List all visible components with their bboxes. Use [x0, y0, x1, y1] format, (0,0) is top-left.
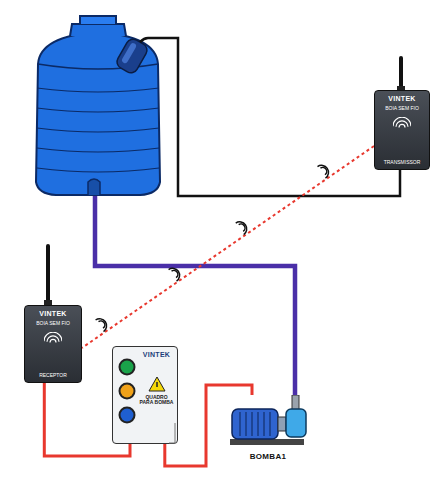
warning-mark — [156, 382, 158, 387]
motor-fin — [270, 412, 271, 436]
float-cable-end — [140, 38, 148, 42]
indicator-light — [121, 385, 134, 398]
signal-waves — [96, 316, 110, 331]
transmitter-box: VINTEK BOIA SEM FIO TRANSMISSOR — [374, 90, 430, 170]
pump-coupling — [278, 417, 286, 431]
motor-fin — [258, 412, 259, 436]
brand-label: VINTEK — [388, 95, 415, 103]
pump-drawing — [226, 395, 310, 451]
receiver-box: VINTEK BOIA SEM FIO RECEPTOR — [24, 305, 82, 383]
panel-edge — [169, 423, 175, 443]
indicator-bezel — [119, 407, 136, 424]
indicator-bezel — [119, 383, 136, 400]
pump-base — [230, 439, 304, 445]
signal-waves — [169, 266, 183, 281]
pump-control-panel: VINTEK QUADRO PARA BOMBA — [112, 346, 178, 444]
pump-motor — [232, 409, 278, 439]
wifi-arc — [396, 121, 408, 127]
water-pipe — [95, 188, 295, 395]
wifi-arc — [399, 125, 405, 128]
wave-arc — [96, 316, 110, 331]
wifi-arc — [393, 117, 411, 126]
float-switch — [114, 37, 149, 76]
wave-arc — [318, 163, 332, 178]
motor-fin — [240, 412, 241, 436]
float-cable — [148, 38, 400, 196]
wifi-icon — [393, 117, 411, 129]
wave-arc — [236, 219, 250, 234]
indicator-light — [121, 409, 134, 422]
device-label: TRANSMISSOR — [384, 160, 421, 166]
signal-waves — [318, 163, 332, 178]
wifi-arc — [50, 340, 56, 343]
wireless-link — [82, 146, 374, 348]
device-label: BOIA SEM FIO — [36, 321, 70, 327]
pump: BOMBA1 — [226, 395, 310, 469]
warning-sign — [149, 377, 165, 391]
device-label: BOIA SEM FIO — [385, 106, 419, 112]
signal-waves — [236, 219, 250, 234]
motor-fin — [252, 412, 253, 436]
brand-label: VINTEK — [139, 351, 174, 359]
indicator-light — [121, 361, 134, 374]
transmitter-antenna — [397, 56, 405, 92]
indicator-bezel — [119, 359, 136, 376]
wifi-arc — [47, 336, 59, 342]
brand-label: BOMBA1 — [226, 453, 310, 462]
wave-arc — [169, 266, 183, 281]
motor-fin — [246, 412, 247, 436]
wifi-icon — [44, 332, 62, 344]
device-label: QUADRO PARA BOMBA — [139, 395, 174, 406]
pump-head — [286, 409, 306, 437]
brand-label: VINTEK — [39, 310, 66, 318]
device-label: RECEPTOR — [39, 373, 67, 379]
water-tank — [36, 16, 160, 195]
motor-fin — [264, 412, 265, 436]
receiver-antenna — [44, 244, 52, 307]
wifi-arc — [44, 332, 62, 341]
